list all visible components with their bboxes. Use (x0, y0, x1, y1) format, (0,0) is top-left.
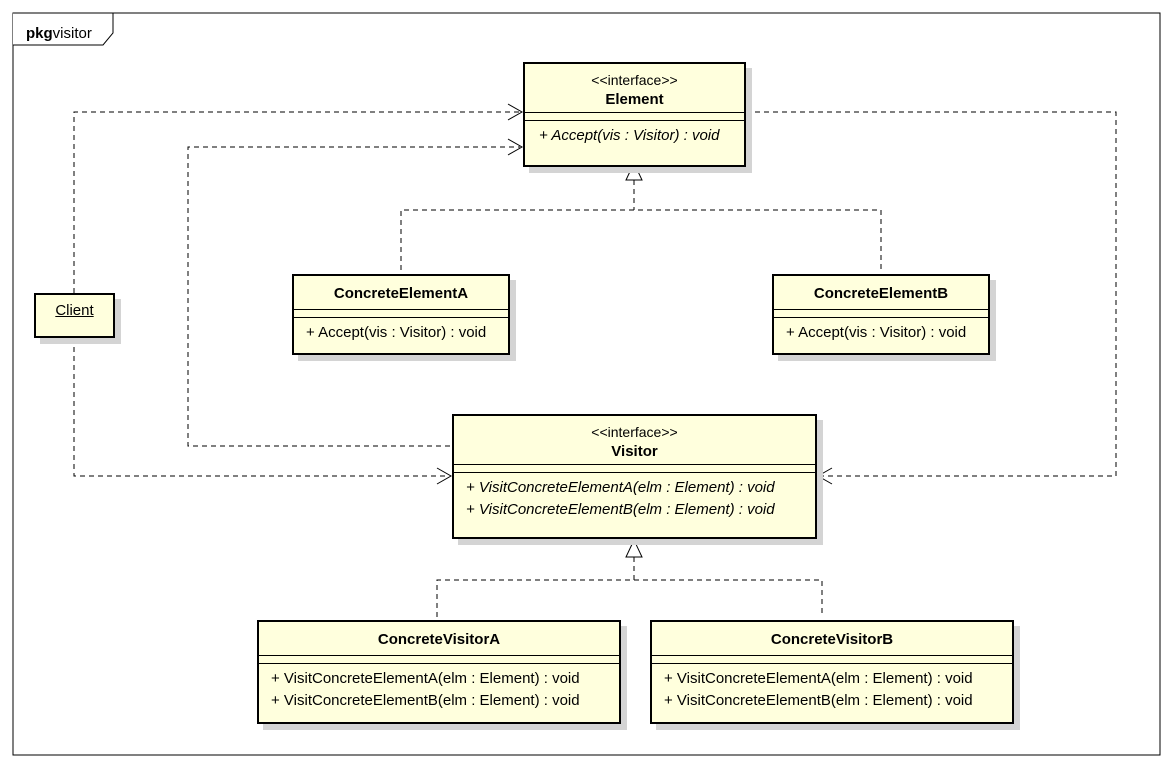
arrowhead-element-visitor (816, 467, 833, 485)
concrete-element-a-op-separator (294, 317, 508, 318)
element-stereotype: <<interface>> (591, 72, 678, 88)
visitor-interface-class[interactable]: <<interface>> Visitor + VisitConcreteEle… (452, 414, 817, 539)
package-tab (13, 12, 114, 46)
concrete-visitor-b-class[interactable]: ConcreteVisitorB + VisitConcreteElementA… (650, 620, 1014, 724)
concrete-element-a-name: ConcreteElementA (333, 285, 469, 302)
dependency-client-visitor (73, 338, 448, 477)
concrete-visitor-b-operation-a: + VisitConcreteElementA(elm : Element) :… (664, 670, 973, 687)
arrowhead-client-visitor (436, 467, 453, 485)
concrete-visitor-b-op-separator (652, 663, 1012, 664)
package-frame (12, 12, 1161, 756)
visitor-attr-separator (454, 464, 815, 465)
package-label: pkgvisitor (26, 25, 92, 42)
element-name: Element (605, 91, 664, 108)
arrowhead-client-element (507, 103, 524, 121)
concrete-visitor-b-name: ConcreteVisitorB (770, 631, 894, 648)
visitor-stereotype: <<interface>> (591, 424, 678, 440)
concrete-element-a-attr-separator (294, 309, 508, 310)
dependency-client-element (73, 111, 520, 293)
concrete-visitor-b-operation-b: + VisitConcreteElementB(elm : Element) :… (664, 692, 973, 709)
visitor-op-separator (454, 472, 815, 473)
concrete-visitor-a-operation-b: + VisitConcreteElementB(elm : Element) :… (271, 692, 580, 709)
arrowhead-visitor-element (507, 138, 524, 156)
realization-triangle-visitor (625, 538, 643, 558)
concrete-element-a-operation: + Accept(vis : Visitor) : void (306, 324, 487, 341)
concrete-element-b-class[interactable]: ConcreteElementB + Accept(vis : Visitor)… (772, 274, 990, 355)
element-attr-separator (525, 112, 744, 113)
concrete-element-b-operation: + Accept(vis : Visitor) : void (786, 324, 967, 341)
concrete-element-a-class[interactable]: ConcreteElementA + Accept(vis : Visitor)… (292, 274, 510, 355)
visitor-name: Visitor (611, 443, 658, 460)
element-interface-class[interactable]: <<interface>> Element + Accept(vis : Vis… (523, 62, 746, 167)
element-operation: + Accept(vis : Visitor) : void (539, 127, 720, 144)
realization-elements (400, 180, 882, 270)
concrete-element-b-op-separator (774, 317, 988, 318)
concrete-visitor-a-operation-a: + VisitConcreteElementA(elm : Element) :… (271, 670, 580, 687)
concrete-visitor-a-class[interactable]: ConcreteVisitorA + VisitConcreteElementA… (257, 620, 621, 724)
concrete-visitor-b-attr-separator (652, 655, 1012, 656)
realization-visitors (436, 557, 823, 617)
visitor-operation-a: + VisitConcreteElementA(elm : Element) :… (466, 479, 775, 496)
realization-triangle-element (625, 161, 643, 181)
element-op-separator (525, 120, 744, 121)
concrete-visitor-a-attr-separator (259, 655, 619, 656)
visitor-operation-b: + VisitConcreteElementB(elm : Element) :… (466, 501, 775, 518)
client-object[interactable]: Client (34, 293, 115, 338)
dependency-visitor-element (187, 146, 520, 447)
concrete-element-b-name: ConcreteElementB (813, 285, 949, 302)
dependency-element-visitor (746, 111, 1117, 477)
concrete-visitor-a-op-separator (259, 663, 619, 664)
concrete-visitor-a-name: ConcreteVisitorA (377, 631, 501, 648)
client-name: Client (55, 302, 94, 319)
concrete-element-b-attr-separator (774, 309, 988, 310)
